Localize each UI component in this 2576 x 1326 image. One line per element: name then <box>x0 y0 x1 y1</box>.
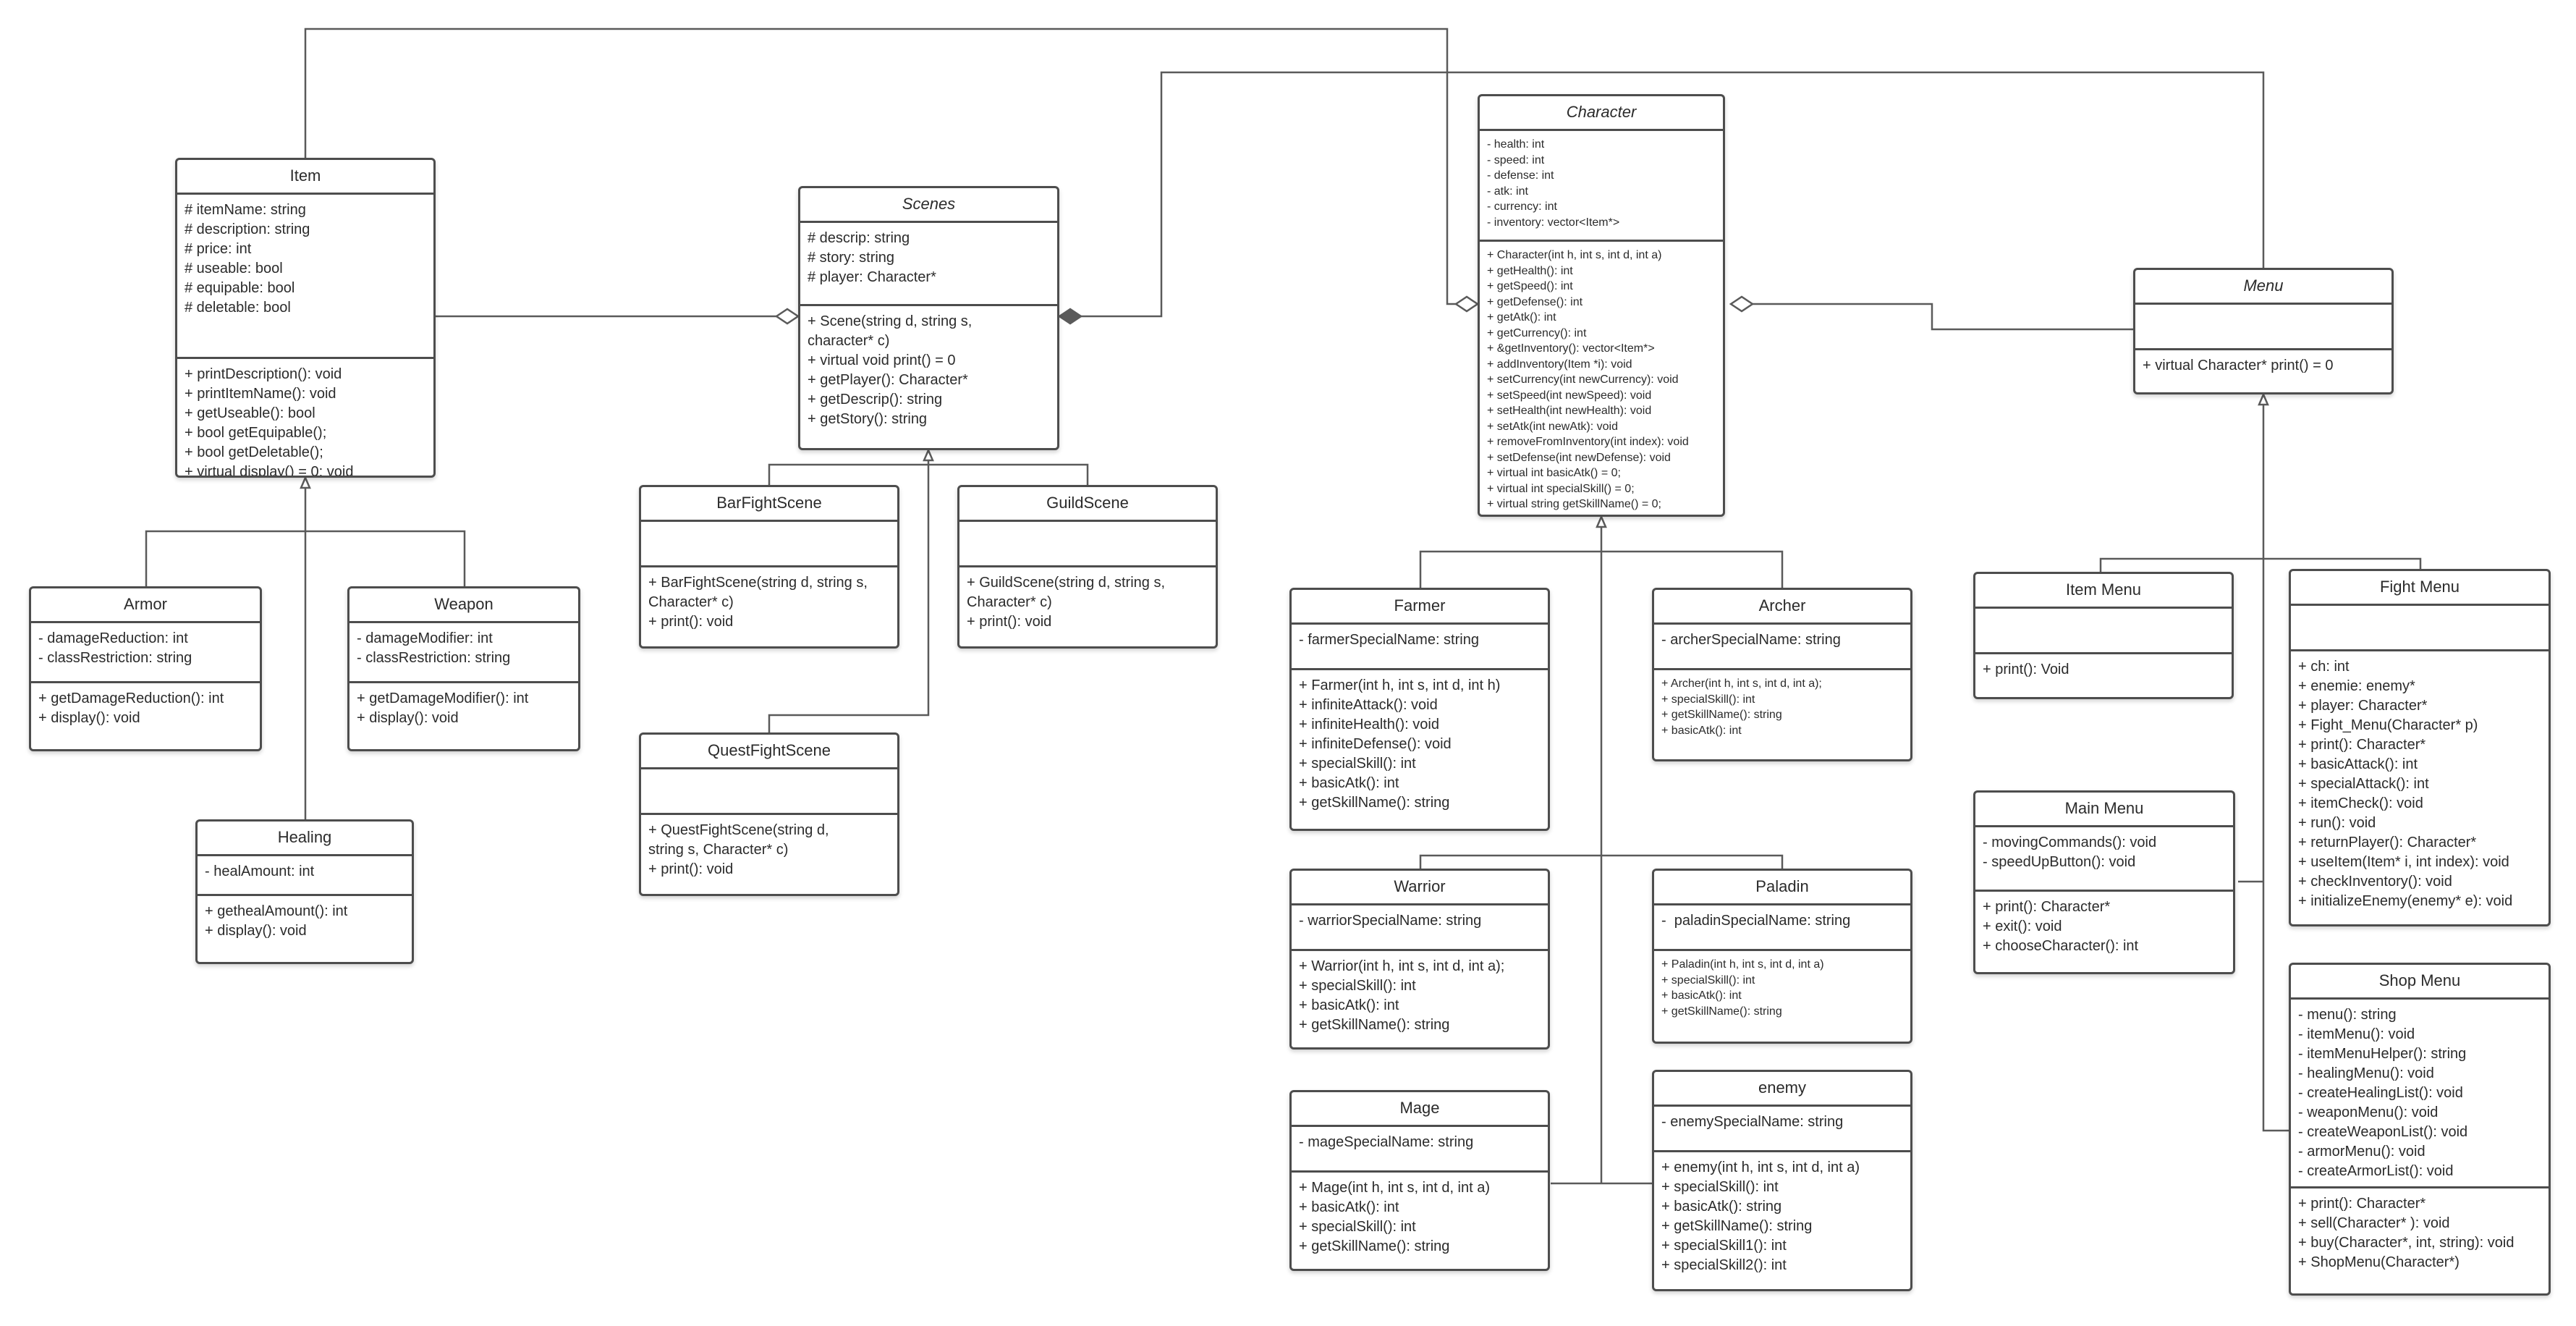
class-paladin[interactable]: Paladin - paladinSpecialName: string + P… <box>1652 869 1912 1044</box>
class-name: Item Menu <box>1975 574 2232 609</box>
class-methods: + Scene(string d, string s, character* c… <box>800 304 1057 435</box>
class-attributes <box>641 769 897 813</box>
class-itemmenu[interactable]: Item Menu + print(): Void <box>1973 572 2234 699</box>
class-attributes: # itemName: string # description: string… <box>185 202 310 316</box>
class-questfightscene[interactable]: QuestFightScene + QuestFightScene(string… <box>639 732 899 896</box>
class-menu[interactable]: Menu + virtual Character* print() = 0 <box>2133 268 2394 394</box>
class-item[interactable]: Item # itemName: string # description: s… <box>175 158 436 478</box>
class-attributes: - mageSpecialName: string <box>1299 1134 1474 1150</box>
class-enemy[interactable]: enemy - enemySpecialName: string + enemy… <box>1652 1070 1912 1291</box>
class-methods: + print(): Character* + sell(Character* … <box>2291 1186 2549 1278</box>
class-attributes: - paladinSpecialName: string <box>1661 913 1851 929</box>
class-name: Item <box>177 160 433 195</box>
class-shopmenu[interactable]: Shop Menu - menu(): string - itemMenu():… <box>2289 963 2551 1296</box>
class-name: Warrior <box>1292 871 1548 905</box>
class-methods: + Mage(int h, int s, int d, int a) + bas… <box>1292 1170 1548 1262</box>
class-methods: + Farmer(int h, int s, int d, int h) + i… <box>1292 668 1548 819</box>
class-guildscene[interactable]: GuildScene + GuildScene(string d, string… <box>957 485 1218 649</box>
class-weapon[interactable]: Weapon - damageModifier: int - classRest… <box>347 586 580 751</box>
class-name: Paladin <box>1654 871 1910 905</box>
class-attributes <box>2135 305 2391 348</box>
class-attributes: - menu(): string - itemMenu(): void - it… <box>2298 1007 2468 1179</box>
generalization-arrow <box>2258 392 2269 406</box>
inheritance-scenes <box>768 450 1089 732</box>
class-methods: + print(): Void <box>1975 652 2232 685</box>
class-attributes: - health: int - speed: int - defense: in… <box>1487 138 1620 229</box>
class-name: Scenes <box>800 188 1057 223</box>
class-methods: + enemy(int h, int s, int d, int a) + sp… <box>1654 1150 1910 1281</box>
class-name: Archer <box>1654 590 1910 625</box>
class-methods: + Paladin(int h, int s, int d, int a) + … <box>1654 949 1910 1025</box>
class-attributes <box>959 522 1216 565</box>
class-name: Armor <box>31 588 260 623</box>
class-attributes: - warriorSpecialName: string <box>1299 913 1482 929</box>
class-attributes <box>2291 606 2549 649</box>
class-attributes: - enemySpecialName: string <box>1661 1114 1844 1130</box>
class-mainmenu[interactable]: Main Menu - movingCommands(): void - spe… <box>1973 790 2235 974</box>
class-attributes: # descrip: string # story: string # play… <box>808 230 936 285</box>
class-warrior[interactable]: Warrior - warriorSpecialName: string + W… <box>1289 869 1550 1050</box>
class-name: Farmer <box>1292 590 1548 625</box>
class-barfightscene[interactable]: BarFightScene + BarFightScene(string d, … <box>639 485 899 649</box>
class-methods: + QuestFightScene(string d, string s, Ch… <box>641 813 897 885</box>
class-name: Main Menu <box>1975 793 2233 827</box>
class-methods: + gethealAmount(): int + display(): void <box>198 894 412 947</box>
class-attributes: - healAmount: int <box>205 863 315 879</box>
class-fightmenu[interactable]: Fight Menu + ch: int + enemie: enemy* + … <box>2289 569 2551 926</box>
class-methods: + BarFightScene(string d, string s, Char… <box>641 565 897 638</box>
class-methods: + virtual Character* print() = 0 <box>2135 348 2391 381</box>
class-attributes: - damageReduction: int - classRestrictio… <box>38 630 192 666</box>
class-name: BarFightScene <box>641 487 897 522</box>
class-character[interactable]: Character - health: int - speed: int - d… <box>1478 94 1725 517</box>
class-methods: + ch: int + enemie: enemy* + player: Cha… <box>2291 649 2549 917</box>
class-name: GuildScene <box>959 487 1216 522</box>
class-attributes <box>1975 609 2232 652</box>
class-attributes: - archerSpecialName: string <box>1661 632 1841 648</box>
class-name: Weapon <box>349 588 578 623</box>
class-healing[interactable]: Healing - healAmount: int + gethealAmoun… <box>195 819 414 964</box>
generalization-arrow <box>923 447 934 462</box>
generalization-arrow <box>300 475 311 489</box>
connector-character-menu <box>1753 303 2133 331</box>
composition-diamond <box>1057 308 1083 325</box>
class-farmer[interactable]: Farmer - farmerSpecialName: string + Far… <box>1289 588 1550 831</box>
class-name: Healing <box>198 822 412 856</box>
aggregation-diamond <box>1729 295 1755 313</box>
class-name: Mage <box>1292 1092 1548 1127</box>
class-methods: + printDescription(): void + printItemNa… <box>177 357 433 476</box>
class-name: Shop Menu <box>2291 965 2549 1000</box>
aggregation-diamond <box>774 308 800 325</box>
class-archer[interactable]: Archer - archerSpecialName: string + Arc… <box>1652 588 1912 761</box>
inheritance-character <box>1419 517 1784 1185</box>
class-methods: + getDamageReduction(): int + display():… <box>31 681 260 734</box>
connector-scenes-menu <box>1081 71 2265 318</box>
aggregation-diamond <box>1454 295 1480 313</box>
class-armor[interactable]: Armor - damageReduction: int - classRest… <box>29 586 262 751</box>
inheritance-menu <box>2099 394 2422 1132</box>
class-name: enemy <box>1654 1072 1910 1107</box>
class-name: Menu <box>2135 270 2391 305</box>
class-methods: + Warrior(int h, int s, int d, int a); +… <box>1292 949 1548 1041</box>
class-attributes: - movingCommands(): void - speedUpButton… <box>1983 835 2157 870</box>
class-name: Fight Menu <box>2291 571 2549 606</box>
generalization-arrow <box>1596 514 1607 528</box>
class-methods: + GuildScene(string d, string s, Charact… <box>959 565 1216 638</box>
class-scenes[interactable]: Scenes # descrip: string # story: string… <box>798 186 1059 450</box>
class-attributes: - farmerSpecialName: string <box>1299 632 1479 648</box>
class-methods: + Archer(int h, int s, int d, int a); + … <box>1654 668 1910 744</box>
class-attributes: - damageModifier: int - classRestriction… <box>357 630 511 666</box>
class-methods: + Character(int h, int s, int d, int a) … <box>1480 240 1723 515</box>
class-attributes <box>641 522 897 565</box>
class-name: Character <box>1480 96 1723 131</box>
class-methods: + print(): Character* + exit(): void + c… <box>1975 890 2233 962</box>
class-name: QuestFightScene <box>641 735 897 769</box>
class-methods: + getDamageModifier(): int + display(): … <box>349 681 578 734</box>
class-mage[interactable]: Mage - mageSpecialName: string + Mage(in… <box>1289 1090 1550 1271</box>
